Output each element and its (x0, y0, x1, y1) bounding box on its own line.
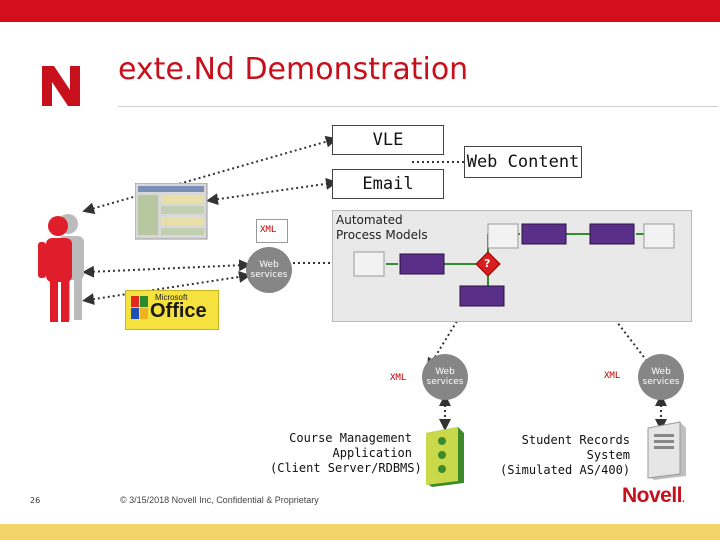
process-flow-diagram (353, 223, 675, 307)
page-number: 26 (30, 496, 41, 505)
office-puzzle-icon (131, 296, 148, 319)
arrow-person-webservices (82, 259, 251, 278)
process-step-1 (399, 253, 445, 275)
office-brand-text: Microsoft (155, 293, 188, 302)
student-records-label: Student Records System (Simulated AS/400… (500, 433, 631, 477)
vle-box: VLE (332, 125, 444, 155)
arrow-screen-email (206, 177, 338, 206)
title-divider (118, 106, 718, 107)
decision-diamond (475, 251, 501, 277)
application-screenshot-icon (135, 183, 208, 240)
novell-brand-text: Novell (622, 484, 683, 507)
process-step-3 (589, 223, 635, 245)
arrow-office-webservices (82, 270, 251, 306)
student-records-server-icon (647, 421, 686, 480)
arrow-panel-student (596, 295, 654, 370)
user-figure-icon (38, 214, 84, 322)
novell-wordmark: Novell. (622, 484, 685, 508)
top-accent-bar (0, 0, 720, 22)
novell-n-logo-icon (42, 66, 80, 106)
arrow-person-vle (82, 135, 338, 215)
course-management-server-icon (426, 427, 464, 487)
process-step-4 (459, 285, 505, 307)
office-product-text: Office (150, 300, 207, 322)
panel-title-line1: Automated (336, 213, 403, 227)
copyright-text: © 3/15/2018 Novell Inc, Confidential & P… (120, 495, 319, 505)
footer-accent-bar (0, 524, 720, 540)
xml-file-icons (353, 223, 675, 277)
process-step-2 (521, 223, 567, 245)
process-models-title: Automated Process Models (336, 213, 428, 243)
web-content-box: Web Content (464, 146, 582, 178)
xml-label-student: XML (604, 371, 621, 381)
course-management-label: Course Management Application (Client Se… (270, 431, 422, 475)
page-title: exte.Nd Demonstration (118, 52, 469, 87)
xml-label: XML (260, 225, 277, 235)
xml-label-course: XML (390, 373, 407, 383)
decision-question: ? (484, 257, 491, 270)
xml-document-icon: XML (256, 219, 288, 243)
panel-title-line2: Process Models (336, 228, 428, 242)
novell-brand-suffix: . (682, 494, 685, 505)
email-box: Email (332, 169, 444, 199)
